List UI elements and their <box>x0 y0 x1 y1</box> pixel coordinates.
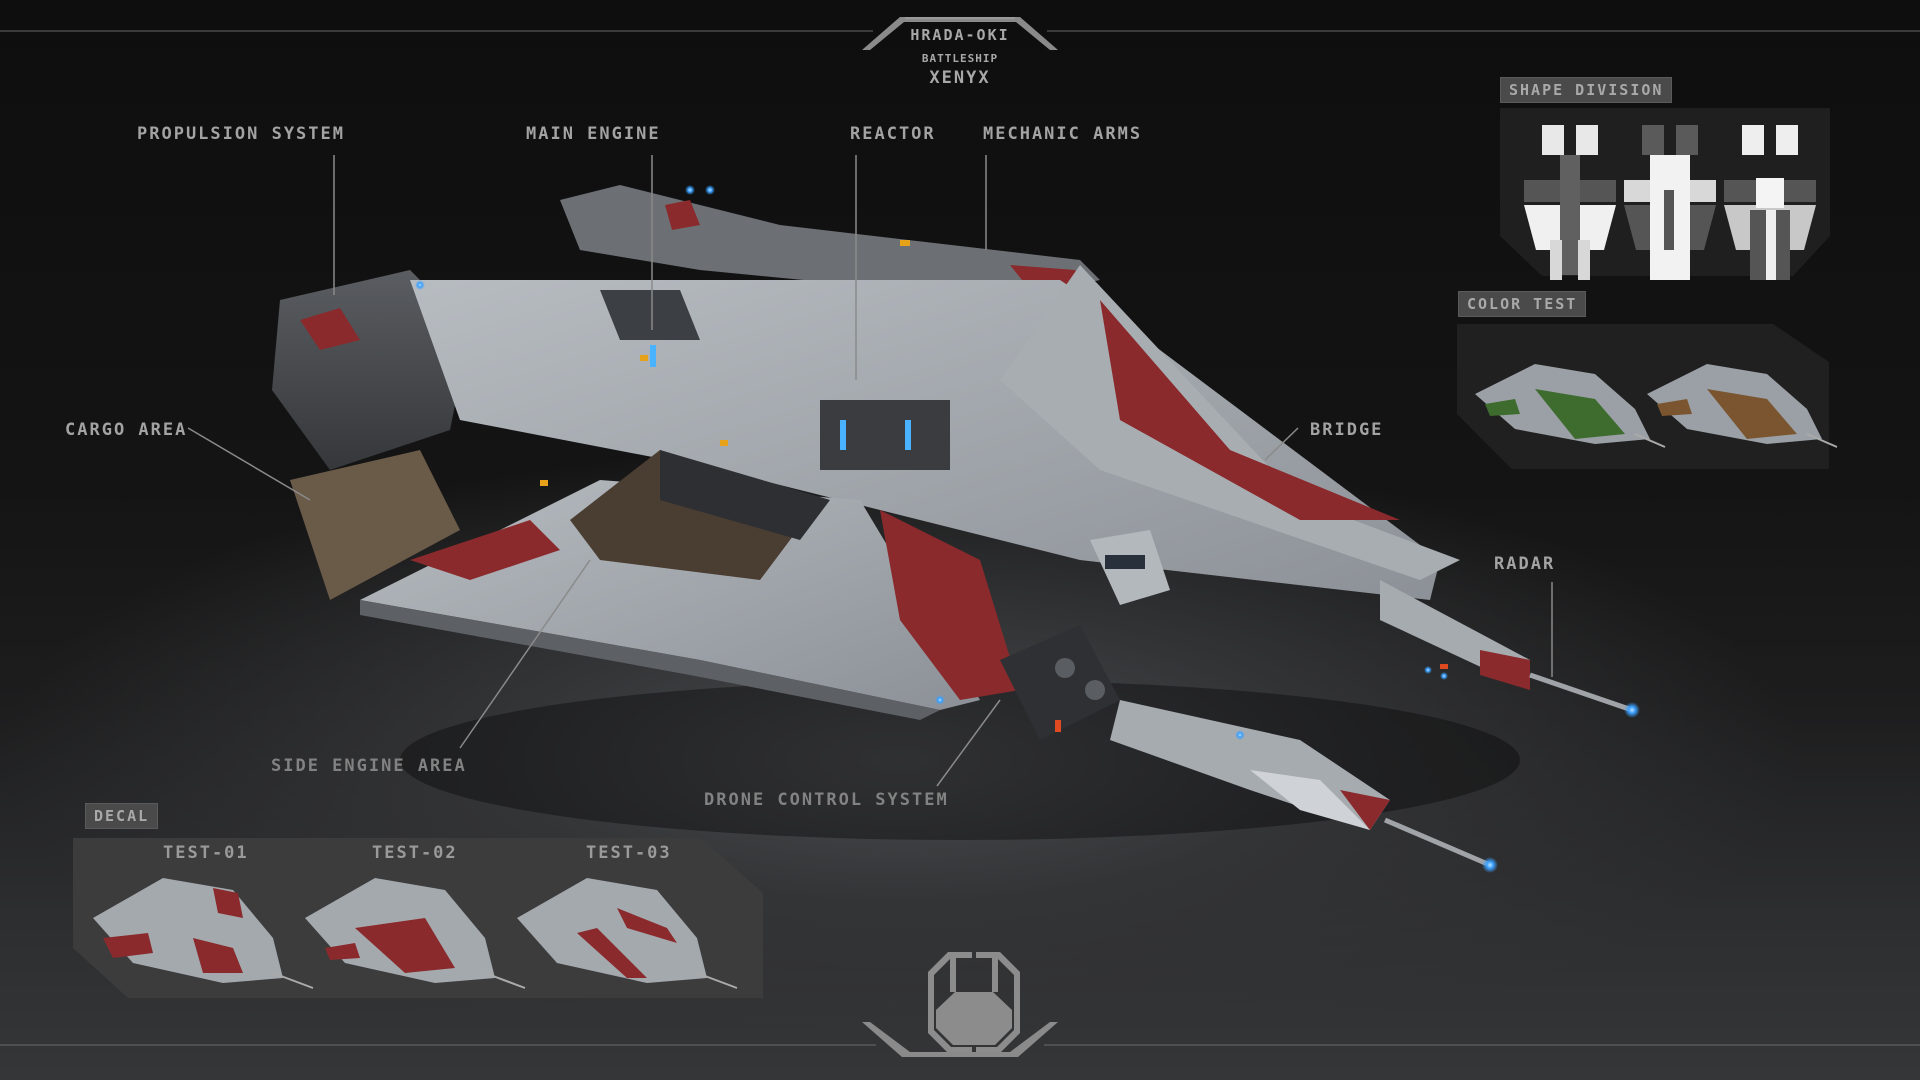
label-mechanic-arms: MECHANIC ARMS <box>983 124 1143 144</box>
maker-title: HRADA-OKI <box>910 26 1010 44</box>
label-reactor: REACTOR <box>850 124 936 144</box>
footer-emblem <box>0 952 1920 1057</box>
decal-panel <box>73 838 763 998</box>
leader-drone-control <box>936 699 1001 787</box>
decal-ship-1 <box>93 878 314 989</box>
shape-view-2 <box>1624 125 1716 280</box>
leader-side-engine <box>459 559 591 749</box>
decal-ship-3 <box>517 878 738 989</box>
decal-test-01-label: TEST-01 <box>163 843 249 863</box>
shape-division-tag: SHAPE DIVISION <box>1500 77 1673 103</box>
label-main-engine: MAIN ENGINE <box>526 124 661 144</box>
hull-lights <box>415 185 1448 740</box>
faction-logo <box>928 952 1020 1053</box>
radar-light <box>1624 702 1640 718</box>
decal-tag: DECAL <box>85 803 159 829</box>
decal-test-02-label: TEST-02 <box>372 843 458 863</box>
label-cargo-area: CARGO AREA <box>65 420 188 440</box>
label-propulsion-system: PROPULSION SYSTEM <box>137 124 345 144</box>
label-drone-control-system: DRONE CONTROL SYSTEM <box>704 790 949 810</box>
color-test-panel <box>1457 324 1838 469</box>
color-test-tag: COLOR TEST <box>1458 291 1587 317</box>
leader-cargo <box>187 427 311 501</box>
header-frame <box>0 17 1920 50</box>
cargo-bay <box>290 450 460 600</box>
ship-class: BATTLESHIP <box>921 52 999 65</box>
color-variant-green <box>1475 364 1666 448</box>
shape-view-1 <box>1524 125 1616 280</box>
ship-name: XENYX <box>929 68 991 88</box>
label-radar: RADAR <box>1494 554 1556 574</box>
decal-ship-2 <box>305 878 526 989</box>
label-side-engine-area: SIDE ENGINE AREA <box>271 756 467 776</box>
decal-test-03-label: TEST-03 <box>586 843 672 863</box>
shape-view-3 <box>1724 125 1816 280</box>
ship-shadow <box>400 680 1520 840</box>
leader-bridge <box>1264 427 1299 461</box>
shape-division-panel <box>1500 108 1830 280</box>
color-variant-brown <box>1647 364 1838 448</box>
label-bridge: BRIDGE <box>1310 420 1384 440</box>
drone-bay <box>1000 625 1120 740</box>
